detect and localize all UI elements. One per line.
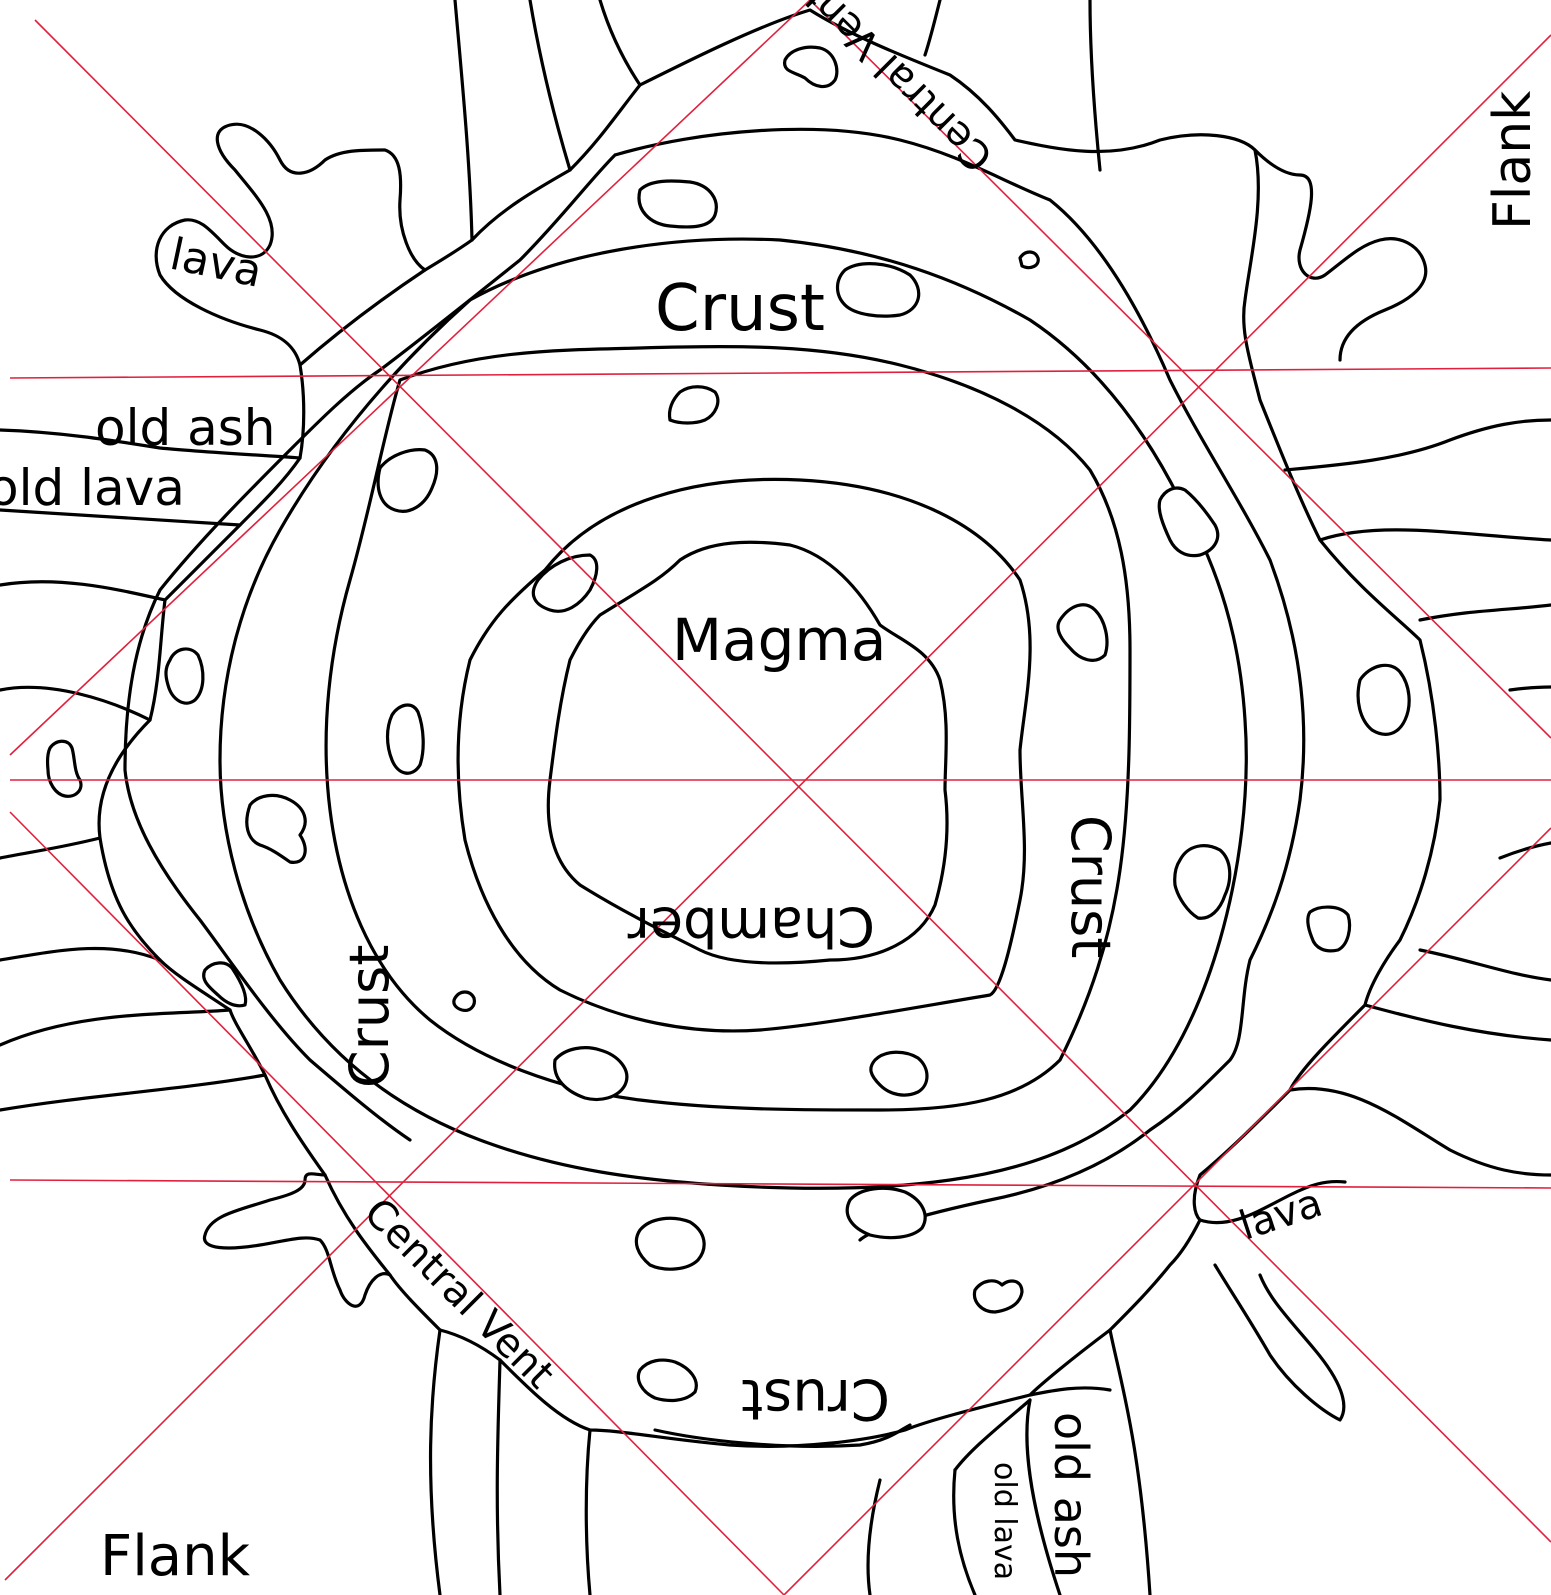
inner-ring bbox=[326, 347, 1130, 1110]
label-flank-bottom-left: Flank bbox=[100, 1524, 251, 1589]
label-lava-top-left: lava bbox=[166, 229, 267, 298]
label-magma: Magma bbox=[672, 606, 886, 674]
label-crust-right: Crust bbox=[1059, 815, 1122, 958]
label-old-lava-left: old lava bbox=[0, 459, 185, 517]
label-crust-top: Crust bbox=[655, 272, 825, 346]
label-crust-left: Crust bbox=[338, 945, 401, 1088]
label-old-ash-bottom: old ash bbox=[1044, 1412, 1098, 1578]
label-crust-bottom: Crust bbox=[741, 1366, 890, 1431]
label-old-lava-bottom: old lava bbox=[987, 1462, 1022, 1580]
label-old-ash-left: old ash bbox=[95, 399, 276, 457]
cone-outline bbox=[99, 10, 1440, 1446]
label-flank-top-right: Flank bbox=[1483, 91, 1543, 230]
label-chamber: Chamber bbox=[627, 895, 875, 958]
label-central-vent-bottom: Central Vent bbox=[355, 1190, 563, 1398]
label-lava-bottom-right: lava bbox=[1234, 1180, 1328, 1250]
